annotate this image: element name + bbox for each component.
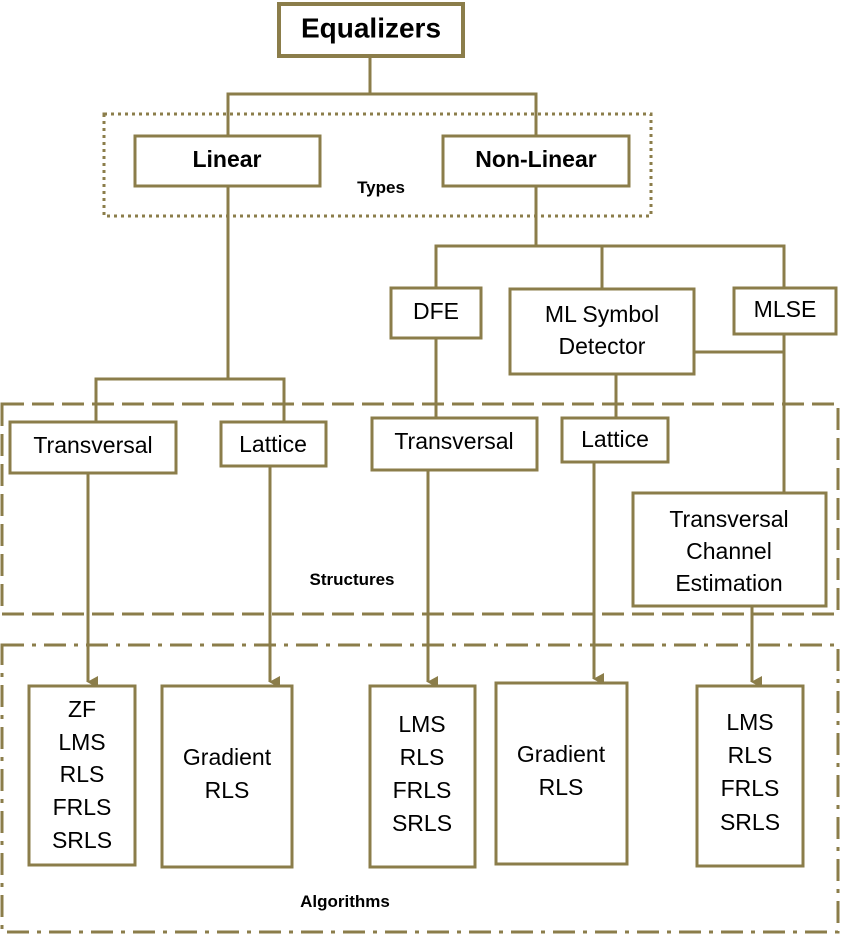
structures-group-frame: [0, 402, 840, 616]
linear-transversal-algorithms-node: ZF LMS RLS FRLS SRLS: [27, 684, 137, 867]
ml-symbol-detector-node: ML Symbol Detector: [508, 287, 696, 376]
dfe-lattice-label: Lattice: [581, 426, 649, 452]
ml-symbol-detector-line-1: ML Symbol: [545, 301, 659, 327]
alg-srls: SRLS: [720, 809, 780, 835]
alg-gradient: Gradient: [517, 741, 606, 767]
dfe-lattice-algorithms-node: Gradient RLS: [494, 681, 629, 866]
alg-srls: SRLS: [392, 810, 452, 836]
mlse-channel-line-1: Transversal: [669, 506, 788, 532]
linear-lattice-node: Lattice: [219, 420, 328, 468]
dfe-transversal-algorithms-node: LMS RLS FRLS SRLS: [368, 684, 477, 869]
mlse-channel-line-3: Estimation: [675, 570, 782, 596]
nonlinear-node: Non-Linear: [441, 134, 631, 188]
alg-frls: FRLS: [393, 777, 452, 803]
linear-lattice-algorithms-node: Gradient RLS: [160, 684, 294, 869]
alg-lms: LMS: [398, 711, 445, 737]
algorithms-group-frame: [0, 643, 840, 934]
structures-group-label: Structures: [309, 570, 394, 589]
dfe-lattice-node: Lattice: [560, 416, 670, 464]
connectors: [86, 56, 786, 688]
types-group-label: Types: [357, 178, 405, 197]
linear-transversal-label: Transversal: [33, 432, 152, 458]
dfe-transversal-label: Transversal: [394, 428, 513, 454]
linear-node: Linear: [133, 134, 322, 188]
alg-rls: RLS: [400, 744, 445, 770]
equalizers-label: Equalizers: [301, 12, 441, 43]
mlse-label: MLSE: [754, 296, 817, 322]
algorithms-group-label: Algorithms: [300, 892, 390, 911]
linear-transversal-node: Transversal: [8, 420, 178, 475]
ml-symbol-detector-line-2: Detector: [559, 333, 646, 359]
alg-frls: FRLS: [721, 775, 780, 801]
nonlinear-label: Non-Linear: [475, 146, 596, 172]
mlse-channel-line-2: Channel: [686, 538, 772, 564]
alg-rls: RLS: [60, 761, 105, 787]
dfe-transversal-node: Transversal: [370, 416, 539, 472]
equalizers-node: Equalizers: [277, 2, 465, 58]
linear-lattice-label: Lattice: [239, 431, 307, 457]
alg-lms: LMS: [58, 729, 105, 755]
types-group-frame: [102, 112, 653, 218]
dfe-node: DFE: [389, 286, 483, 340]
dfe-label: DFE: [413, 298, 459, 324]
alg-gradient: Gradient: [183, 744, 272, 770]
alg-lms: LMS: [726, 709, 773, 735]
alg-srls: SRLS: [52, 827, 112, 853]
alg-zf: ZF: [68, 696, 96, 722]
mlse-channel-estimation-node: Transversal Channel Estimation: [631, 491, 828, 608]
linear-label: Linear: [192, 146, 261, 172]
mlse-node: MLSE: [732, 286, 838, 336]
alg-frls: FRLS: [53, 794, 112, 820]
mlse-channel-algorithms-node: LMS RLS FRLS SRLS: [695, 684, 805, 868]
alg-rls: RLS: [728, 742, 773, 768]
alg-rls: RLS: [205, 777, 250, 803]
alg-rls: RLS: [539, 774, 584, 800]
